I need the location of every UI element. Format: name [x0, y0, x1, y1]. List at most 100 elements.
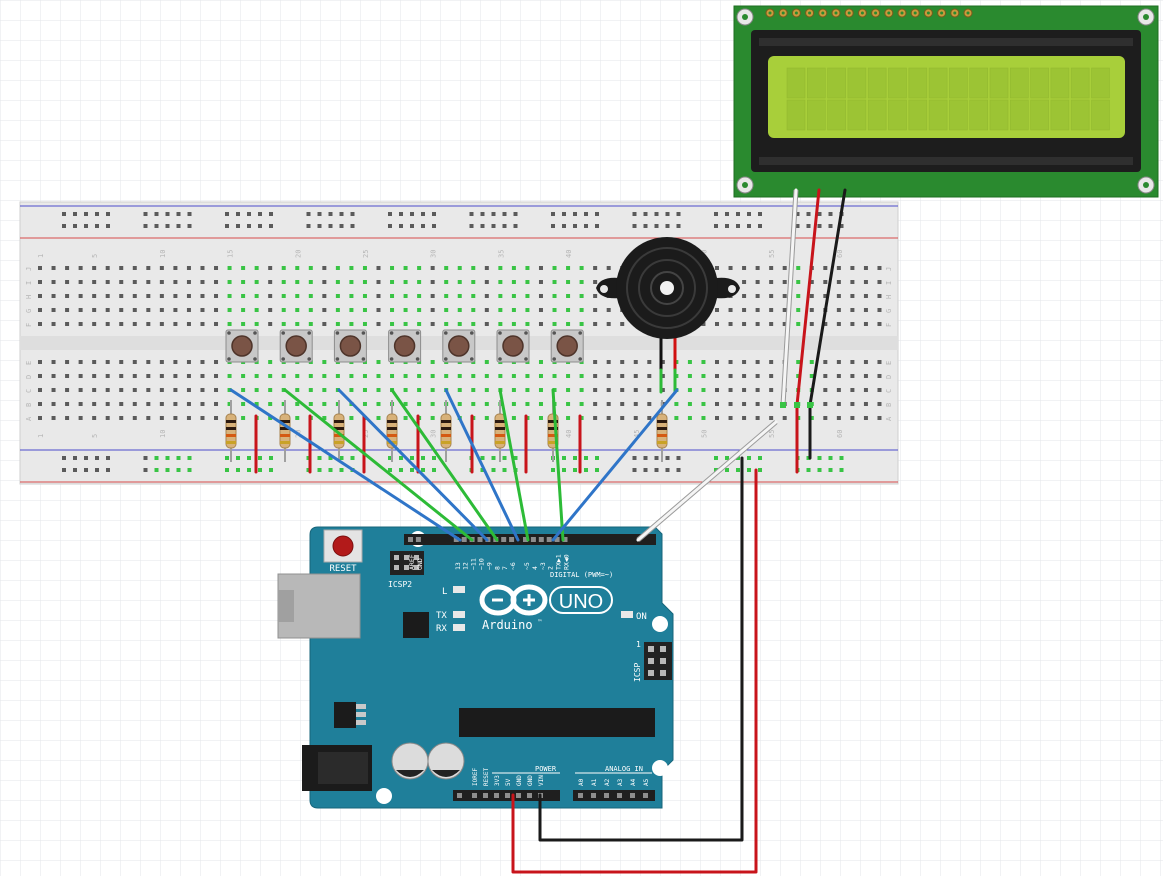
breadboard-hole	[687, 416, 692, 420]
breadboard-hole	[308, 388, 313, 392]
rx-led-label: RX	[436, 624, 447, 634]
lcd-cell	[989, 67, 1009, 99]
breadboard-hole	[715, 402, 719, 406]
icsp-pins	[648, 646, 666, 676]
reset-button[interactable]	[332, 535, 354, 557]
breadboard-hole	[119, 416, 124, 420]
resistor-band	[657, 441, 667, 444]
lcd-cell	[908, 67, 928, 99]
breadboard-hole	[742, 416, 747, 420]
breadboard-hole	[349, 388, 354, 392]
breadboard-hole	[362, 308, 367, 312]
icsp2-pin	[394, 565, 399, 570]
breadboard-hole	[823, 322, 828, 326]
pushbutton-corner	[578, 331, 582, 335]
breadboard-hole	[742, 360, 747, 364]
rail-hole	[62, 212, 66, 216]
digital-pin	[453, 537, 459, 542]
rail-hole	[399, 468, 403, 472]
icsp2-pin	[414, 555, 419, 560]
rail-hole	[339, 456, 344, 460]
breadboard-hole	[715, 360, 719, 364]
breadboard-hole	[484, 322, 489, 326]
digital-pin	[554, 537, 560, 542]
analog-pin	[617, 793, 622, 798]
breadboard-hole	[38, 402, 42, 406]
regulator-pin	[356, 704, 366, 709]
breadboard-hole	[444, 322, 449, 326]
resistor-band	[280, 441, 290, 444]
breadboard-hole	[755, 402, 760, 406]
breadboard-hole	[701, 416, 706, 420]
breadboard-hole	[444, 294, 449, 298]
rail-hole	[350, 212, 355, 216]
lcd-mount-hole-inner	[742, 182, 748, 188]
model-label: UNO	[559, 591, 603, 613]
digital-pin-label: ~6	[509, 562, 517, 570]
atmega-chip	[459, 708, 655, 737]
breadboard-hole	[538, 416, 543, 420]
lcd-cell	[1009, 99, 1029, 131]
breadboard-hole	[281, 266, 286, 270]
breadboard-hole	[295, 416, 300, 420]
breadboard-hole	[308, 374, 313, 378]
breadboard-hole	[809, 280, 814, 284]
signal-wire-white	[636, 420, 778, 542]
row-letter: A	[885, 416, 893, 421]
breadboard-hole	[281, 280, 286, 284]
breadboard-hole	[173, 308, 178, 312]
breadboard-hole	[78, 402, 83, 406]
lcd-header-pin-hole	[781, 11, 785, 15]
rail-hole	[247, 456, 251, 460]
rail-hole	[491, 224, 496, 228]
digital-pin-label: ~3	[539, 562, 547, 570]
rail-hole	[513, 212, 518, 216]
rail-hole	[258, 224, 262, 228]
breadboard-hole	[850, 266, 855, 270]
breadboard-hole	[863, 388, 868, 392]
breadboard-hole	[78, 280, 83, 284]
power-label: POWER	[535, 765, 557, 773]
breadboard-hole	[647, 416, 652, 420]
pushbutton	[333, 329, 367, 363]
rail-hole	[236, 468, 240, 472]
lcd-cell	[847, 99, 867, 131]
pushbutton-corner	[335, 357, 340, 361]
breadboard-hole	[295, 266, 300, 270]
breadboard-hole	[850, 402, 855, 406]
rail-hole	[328, 224, 333, 228]
digital-pin	[546, 537, 552, 542]
breadboard-hole	[417, 308, 422, 312]
breadboard-hole	[186, 374, 191, 378]
lcd-header-pin-hole	[768, 11, 772, 15]
breadboard-hole	[132, 308, 137, 312]
breadboard-hole	[566, 388, 571, 392]
rail-hole	[62, 224, 66, 228]
breadboard-hole	[308, 308, 313, 312]
breadboard-hole	[65, 360, 70, 364]
breadboard-hole	[227, 280, 232, 284]
rail-hole	[432, 224, 436, 228]
digital-pin	[408, 537, 413, 542]
column-number-top: 20	[294, 250, 302, 258]
breadboard-hole	[782, 280, 787, 284]
pushbutton-corner	[307, 357, 312, 361]
breadboard-hole	[159, 308, 164, 312]
rail-hole	[747, 212, 751, 216]
breadboard-hole	[349, 280, 354, 284]
breadboard-hole	[227, 402, 232, 406]
rail-hole	[410, 456, 414, 460]
row-letter: G	[25, 309, 33, 313]
pushbutton-corner	[227, 357, 231, 361]
power-pin	[483, 793, 488, 798]
breadboard-hole	[877, 322, 882, 326]
rail-hole	[176, 468, 181, 472]
capacitor	[427, 742, 465, 780]
column-number-top: 55	[768, 250, 776, 258]
breadboard-hole	[105, 402, 110, 406]
breadboard-hole	[484, 308, 489, 312]
analog-pin	[578, 793, 583, 798]
breadboard-hole	[850, 360, 855, 364]
